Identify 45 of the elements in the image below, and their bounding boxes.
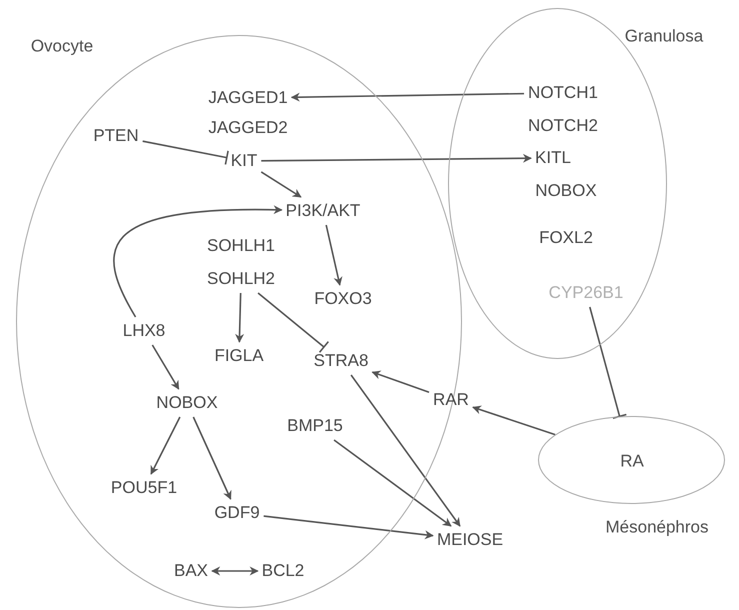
arrow	[260, 171, 302, 198]
gene-label: SOHLH2	[206, 269, 276, 289]
gene-label: STRA8	[314, 351, 368, 371]
gene-label: NOTCH2	[528, 116, 598, 136]
gene-label: FOXO3	[314, 289, 372, 309]
gene-label: NOBOX	[156, 393, 218, 413]
gene-label: BAX	[174, 561, 208, 581]
arrow	[113, 205, 283, 318]
gene-label: GDF9	[214, 503, 260, 523]
arrow	[261, 154, 532, 163]
arrow	[334, 439, 452, 527]
arrow	[211, 566, 259, 576]
gene-label: POU5F1	[110, 478, 178, 498]
arrow	[350, 374, 461, 527]
gene-label: KITL	[535, 148, 571, 168]
arrow	[472, 406, 556, 436]
gene-label: FOXL2	[539, 228, 593, 248]
gene-label: FIGLA	[214, 346, 264, 366]
gene-label: KIT	[230, 151, 258, 171]
arrow	[372, 370, 430, 393]
arrow	[264, 515, 434, 540]
cell-label: Granulosa	[624, 25, 704, 48]
gene-label: PI3K/AKT	[286, 201, 360, 221]
arrow	[192, 416, 232, 500]
arrow	[325, 224, 342, 286]
tissue-label: Mésonéphros	[606, 516, 708, 538]
molecule-label: RA	[620, 450, 644, 472]
gene-label: MEIOSE	[436, 530, 504, 550]
gene-label: SOHLH1	[206, 236, 276, 256]
gene-label: NOBOX	[535, 181, 597, 201]
gene-label: RAR	[433, 390, 469, 410]
gene-label: JAGGED2	[208, 118, 288, 138]
arrow	[150, 416, 181, 475]
gene-label: BCL2	[262, 561, 304, 581]
arrow	[290, 92, 524, 102]
gene-label: JAGGED1	[208, 88, 288, 108]
gene-label: PTEN	[93, 126, 139, 146]
arrow	[152, 344, 180, 390]
gene-label: NOTCH1	[528, 83, 598, 103]
gene-label: LHX8	[122, 321, 166, 341]
gene-label: BMP15	[287, 416, 343, 436]
cell-label: Ovocyte	[30, 35, 94, 58]
tissue-ellipse	[538, 416, 725, 504]
arrow	[235, 292, 244, 343]
gene-label: CYP26B1	[548, 283, 624, 303]
